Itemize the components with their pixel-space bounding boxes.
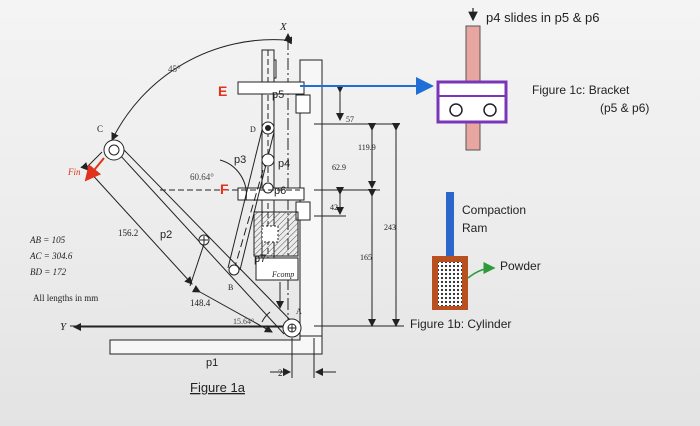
figure-1a-caption: Figure 1a [190, 380, 246, 395]
figure-1c-caption-2: (p5 & p6) [600, 101, 649, 115]
dim-148-label: 148.4 [190, 298, 211, 308]
part-p7-label: p7 [254, 253, 266, 265]
given-bd: BD = 172 [30, 267, 67, 277]
dim-165-label: 165 [360, 253, 372, 262]
point-a-label: A [296, 307, 302, 316]
dim-62-label: 62.9 [332, 163, 346, 172]
dim-148 [191, 285, 273, 333]
fcomp-label: Fcomp [271, 270, 294, 279]
units-note: All lengths in mm [33, 293, 98, 303]
figure-1c-note: p4 slides in p5 & p6 [486, 10, 599, 25]
part-p2-label: p2 [160, 229, 172, 241]
part-p3-label: p3 [234, 154, 246, 166]
powder-label: Powder [500, 259, 541, 273]
part-p4-label: p4 [278, 158, 290, 170]
fin-label: Fin [67, 167, 81, 177]
angle-15-label: 15.64° [233, 317, 254, 326]
point-e-label: E [218, 83, 227, 99]
point-f-label: F [220, 181, 229, 197]
ram-label-2: Ram [462, 221, 487, 235]
dim-119-label: 119.9 [358, 143, 376, 152]
fin-arrow [84, 157, 105, 182]
figure-1c-caption-1: Figure 1c: Bracket [532, 83, 630, 97]
point-b-label: B [228, 283, 233, 292]
compaction-block [253, 211, 299, 281]
angle-arc-60 [219, 159, 247, 201]
dim-156-label: 156.2 [118, 228, 138, 238]
dim-27 [270, 338, 336, 378]
figure-1c [436, 8, 508, 151]
part-p5-label: p5 [272, 89, 284, 101]
link-p3 [233, 159, 267, 271]
point-c-label: C [97, 124, 103, 134]
figure-1a [70, 33, 434, 378]
point-d-label: D [250, 125, 256, 134]
angle-arc-45 [111, 36, 293, 141]
dim-243-label: 243 [384, 223, 396, 232]
axis-x-label: X [279, 21, 288, 33]
given-ac: AC = 304.6 [29, 251, 73, 261]
angle-60-label: 60.64° [190, 172, 214, 182]
dim-57-label: 57 [346, 115, 354, 124]
part-p6-label: p6 [274, 185, 286, 197]
dim-27-label: 27 [278, 368, 288, 378]
dim-right [314, 85, 404, 327]
dim-42-label: 42 [330, 203, 338, 212]
part-p1-label: p1 [206, 357, 218, 369]
angle-45-label: 45° [168, 64, 181, 74]
figure-1b-caption: Figure 1b: Cylinder [410, 317, 511, 331]
given-ab: AB = 105 [29, 235, 66, 245]
figure-1b [432, 192, 496, 310]
axis-y-label: Y [60, 321, 68, 333]
ram-label-1: Compaction [462, 203, 526, 217]
